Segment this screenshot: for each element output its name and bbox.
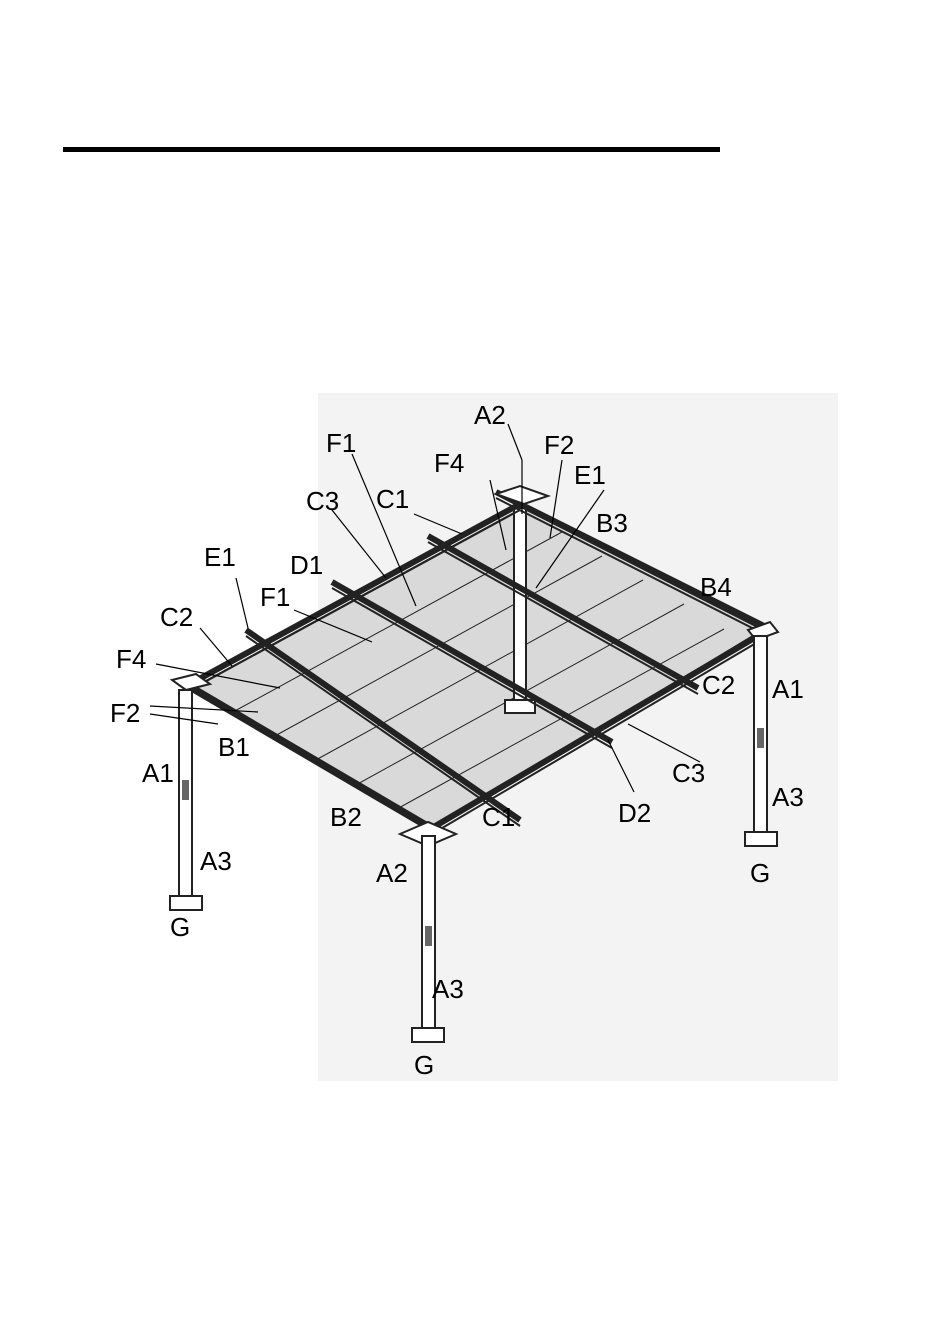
label-c2-left: C2 [160, 602, 193, 632]
label-c1-top: C1 [376, 484, 409, 514]
label-d1: D1 [290, 550, 323, 580]
label-b3: B3 [596, 508, 628, 538]
front-post [412, 836, 444, 1042]
label-b4: B4 [700, 572, 732, 602]
label-a1-left: A1 [142, 758, 174, 788]
label-g-front: G [414, 1050, 434, 1080]
label-c2-right: C2 [702, 670, 735, 700]
label-a3-right: A3 [772, 782, 804, 812]
label-d2: D2 [618, 798, 651, 828]
label-c3-right: C3 [672, 758, 705, 788]
label-f4-top: F4 [434, 448, 464, 478]
label-g-left: G [170, 912, 190, 942]
label-a3-front: A3 [432, 974, 464, 1004]
label-f2-top: F2 [544, 430, 574, 460]
label-a3-left: A3 [200, 846, 232, 876]
label-f2-left: F2 [110, 698, 140, 728]
label-f1-top: F1 [326, 428, 356, 458]
left-post [170, 690, 202, 910]
label-f4-left: F4 [116, 644, 146, 674]
label-b1: B1 [218, 732, 250, 762]
label-a1-right: A1 [772, 674, 804, 704]
label-g-right: G [750, 858, 770, 888]
label-e1-right: E1 [574, 460, 606, 490]
label-b2: B2 [330, 802, 362, 832]
label-c1-front: C1 [482, 802, 515, 832]
label-f1-mid: F1 [260, 582, 290, 612]
label-c3-top: C3 [306, 486, 339, 516]
label-a2-front: A2 [376, 858, 408, 888]
label-a2-top: A2 [474, 400, 506, 430]
label-e1-left: E1 [204, 542, 236, 572]
right-post [745, 636, 777, 846]
